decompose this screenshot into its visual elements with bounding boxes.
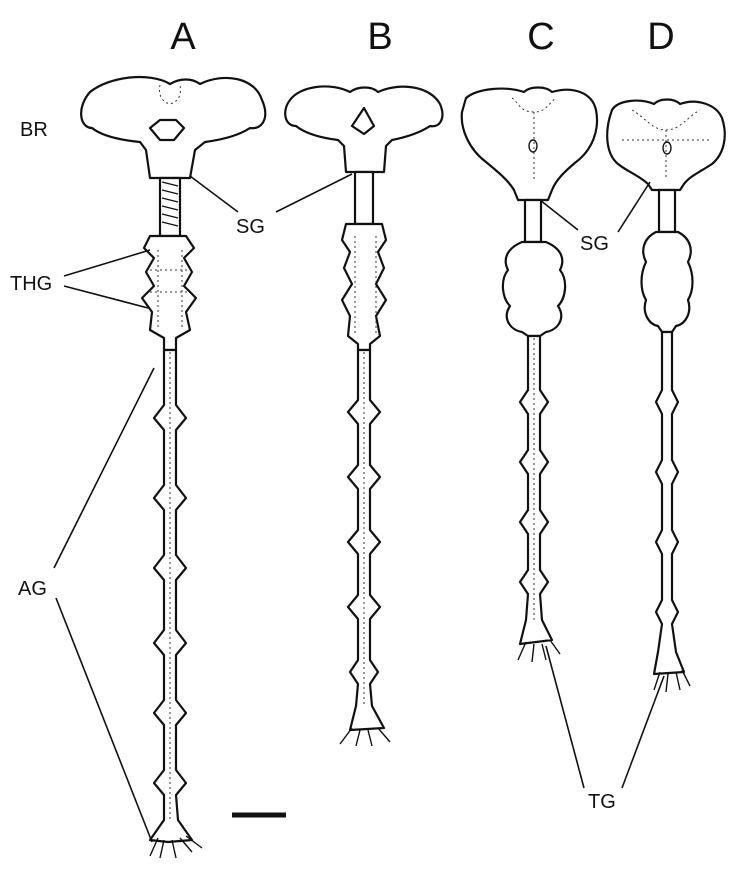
label-sg-left: SG xyxy=(236,216,265,238)
nerve-cord-a xyxy=(81,77,265,858)
thoracic-ganglia-a xyxy=(142,236,196,350)
panel-letter-d: D xyxy=(647,16,674,58)
label-tg: TG xyxy=(588,791,616,813)
thoracic-ganglia-c xyxy=(503,242,565,336)
connective-a xyxy=(160,178,180,236)
label-br: BR xyxy=(20,119,48,141)
label-thg: THG xyxy=(10,273,52,295)
panel-letter-a: A xyxy=(170,16,196,58)
thoracic-ganglia-d xyxy=(642,232,693,332)
label-sg-right: SG xyxy=(580,233,609,255)
label-ag: AG xyxy=(18,578,47,600)
nerve-cord-c xyxy=(462,88,597,663)
thoracic-ganglia-b xyxy=(342,224,386,350)
connective-b xyxy=(355,172,373,224)
abdominal-cord-c xyxy=(520,336,552,644)
nerve-cord-b xyxy=(285,86,442,746)
abdominal-cord-b xyxy=(348,350,384,730)
connective-d xyxy=(659,190,675,232)
panel-letter-b: B xyxy=(367,16,392,58)
abdominal-cord-a xyxy=(150,350,192,842)
connective-c xyxy=(525,200,541,242)
abdominal-cord-d xyxy=(654,332,684,674)
nerve-cord-d xyxy=(607,100,725,693)
panel-letter-c: C xyxy=(527,16,554,58)
